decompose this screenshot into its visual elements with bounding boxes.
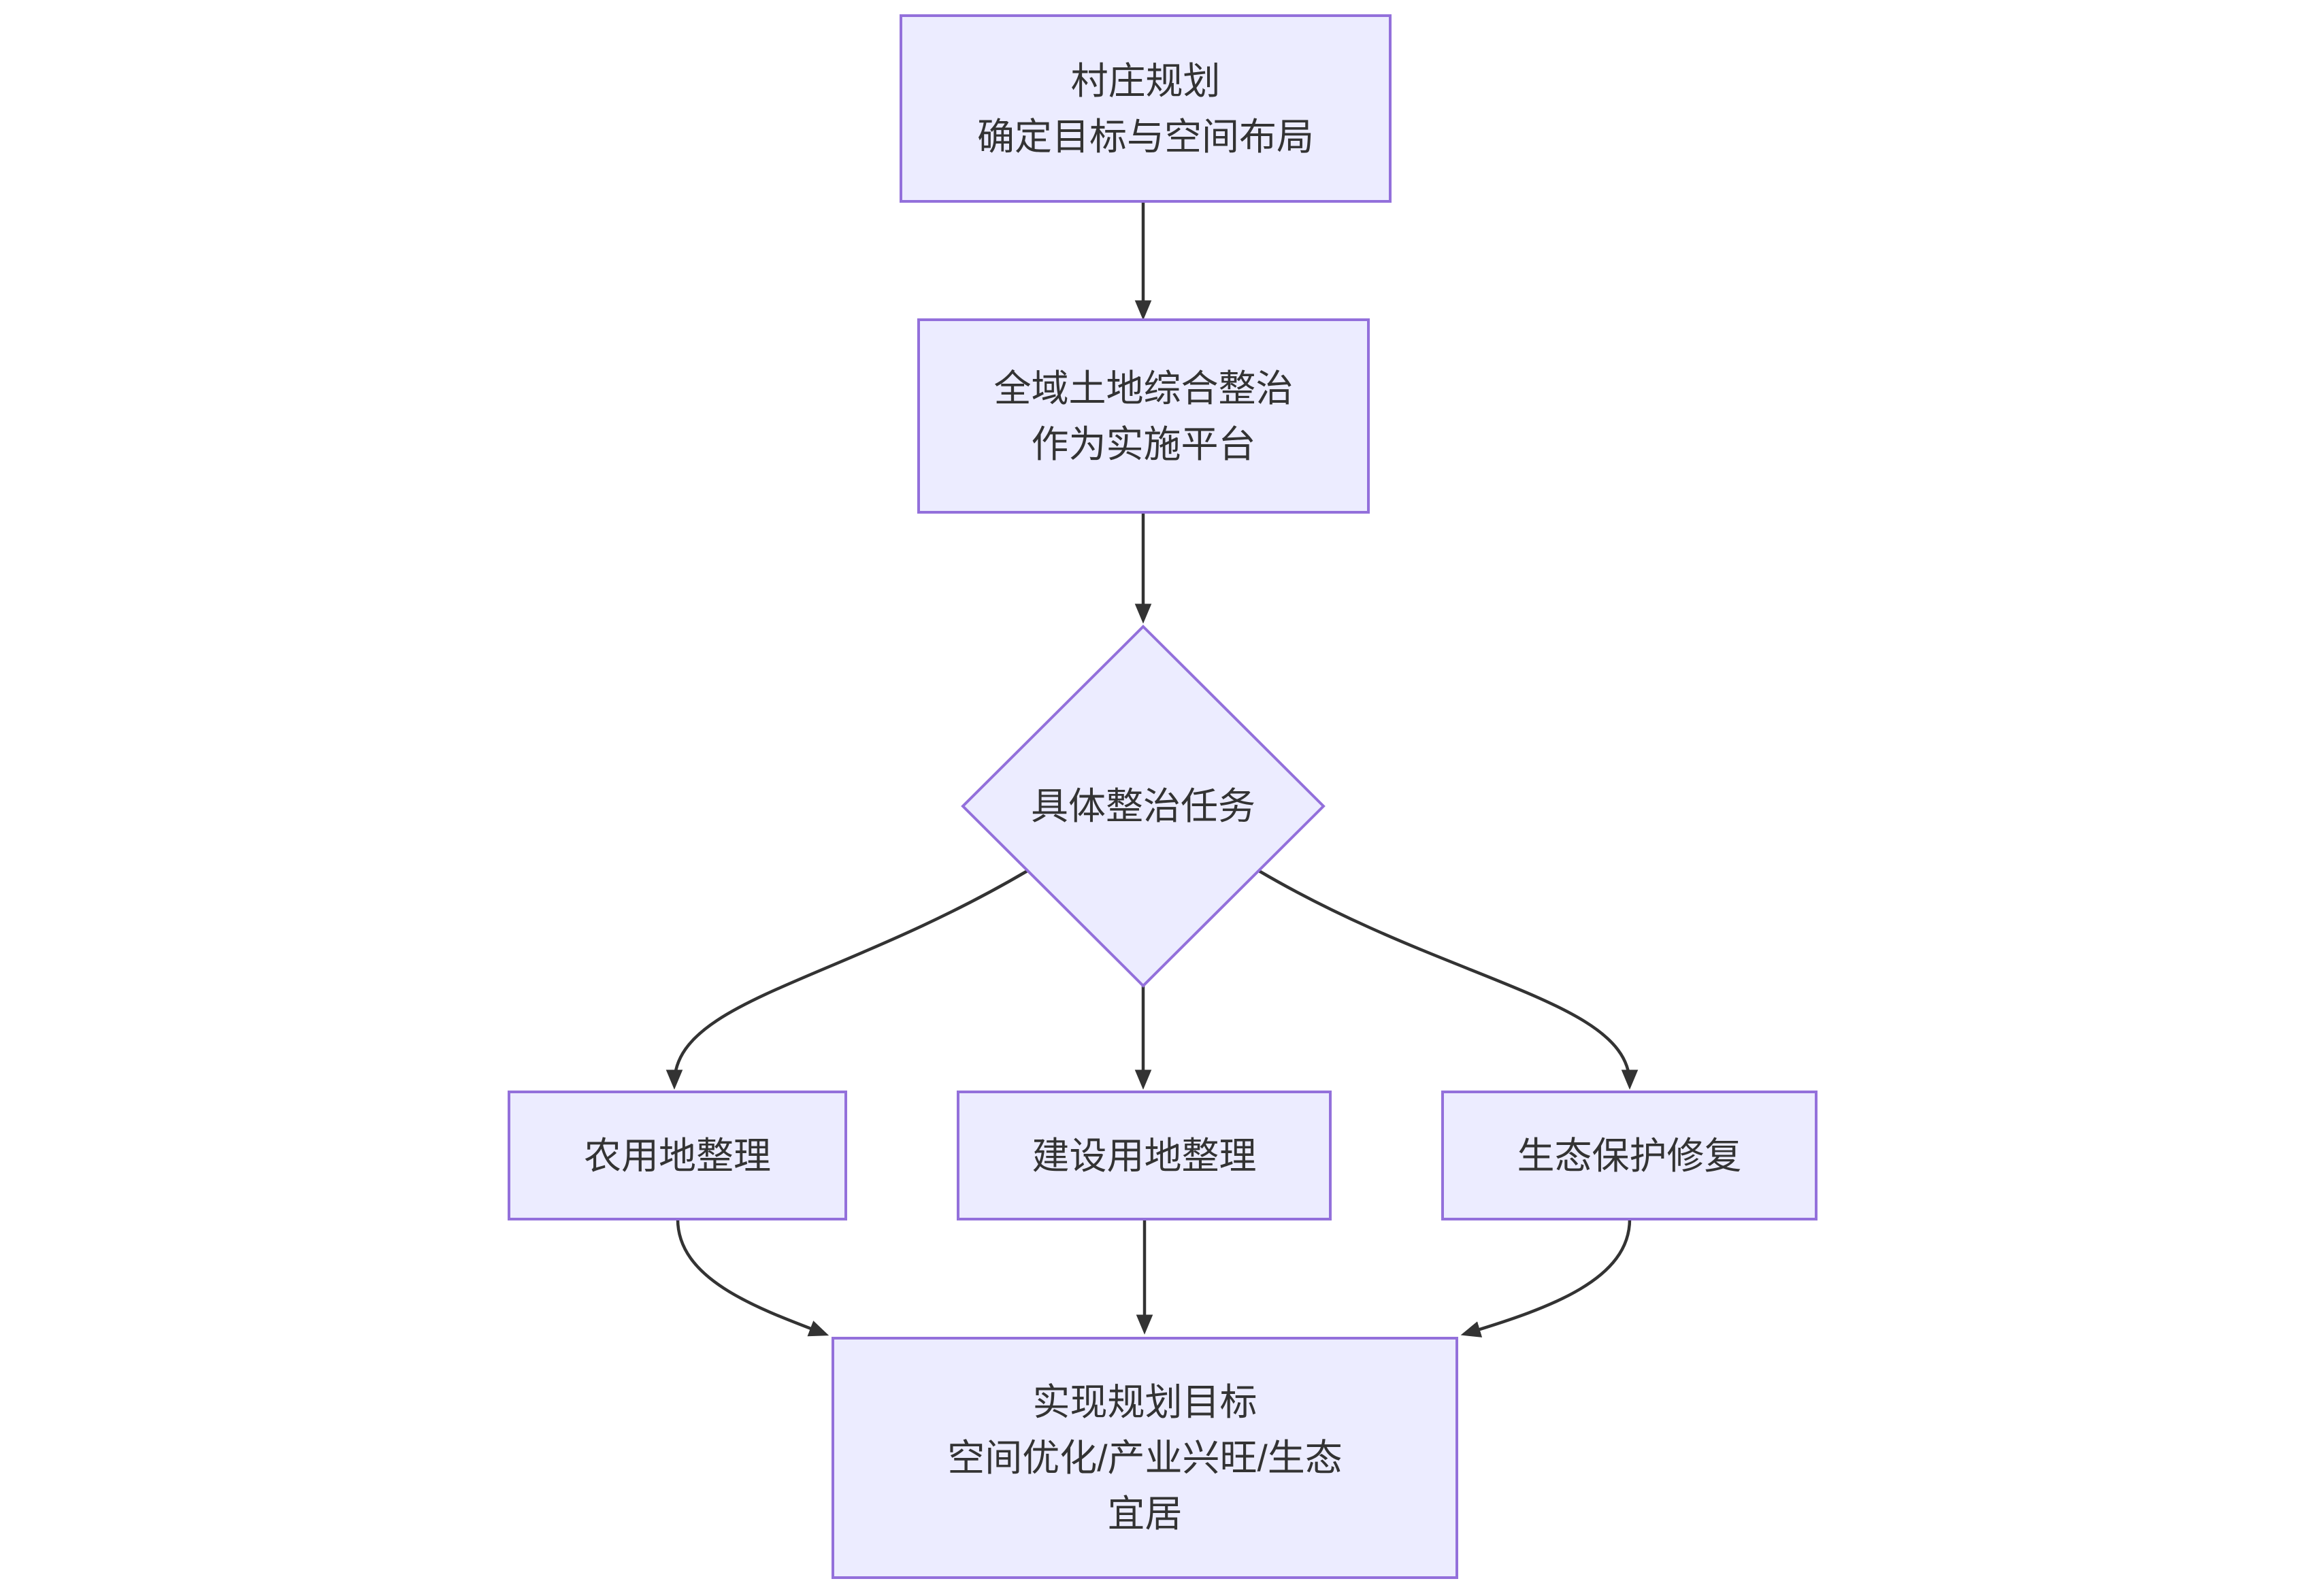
node-planning-goals-text: 实现规划目标 空间优化/产业兴旺/生态宜居 — [934, 1374, 1356, 1542]
node-farmland-consolidation-line-1: 农用地整理 — [583, 1134, 771, 1177]
node-construction-land-shape — [957, 1091, 1332, 1220]
node-remediation-tasks-line-1: 具体整治任务 — [1030, 785, 1255, 827]
node-shapes — [508, 14, 1818, 1579]
node-remediation-tasks-diamond-shape — [961, 625, 1326, 988]
node-planning-goals-line-1: 实现规划目标 — [1032, 1381, 1257, 1423]
node-remediation-tasks-label: 具体整治任务 — [963, 627, 1323, 986]
node-village-planning-shape — [900, 14, 1392, 203]
node-construction-land-label: 建设用地整理 — [958, 1092, 1330, 1219]
node-planning-goals-label: 实现规划目标 空间优化/产业兴旺/生态宜居 — [833, 1338, 1457, 1578]
node-village-planning-line-2: 确定目标与空间布局 — [976, 115, 1314, 158]
node-village-planning-label: 村庄规划 确定目标与空间布局 — [901, 16, 1390, 201]
node-farmland-consolidation-label: 农用地整理 — [509, 1092, 846, 1219]
edges — [665, 201, 1639, 1337]
node-farmland-consolidation-shape — [508, 1091, 847, 1220]
edge-farmland-to-planning-goals — [676, 1218, 829, 1337]
node-construction-land-line-1: 建设用地整理 — [1032, 1134, 1257, 1177]
node-land-consolidation-shape — [917, 318, 1370, 514]
node-land-consolidation-line-1: 全域土地综合整治 — [993, 367, 1294, 410]
node-ecological-restoration-line-1: 生态保护修复 — [1517, 1134, 1742, 1177]
node-land-consolidation-line-2: 作为实施平台 — [1031, 422, 1256, 465]
node-ecological-restoration-label: 生态保护修复 — [1443, 1092, 1816, 1219]
node-planning-goals-line-2: 空间优化/产业兴旺/生态宜居 — [947, 1437, 1343, 1535]
node-land-consolidation-label: 全域土地综合整治 作为实施平台 — [919, 320, 1368, 512]
node-village-planning-line-1: 村庄规划 — [1070, 59, 1221, 102]
node-planning-goals-shape — [832, 1337, 1458, 1579]
edge-remediation-tasks-to-ecological — [1257, 869, 1639, 1090]
edge-ecological-to-planning-goals — [1460, 1218, 1632, 1337]
edge-remediation-tasks-to-farmland — [665, 869, 1029, 1090]
node-ecological-restoration-shape — [1441, 1091, 1818, 1220]
